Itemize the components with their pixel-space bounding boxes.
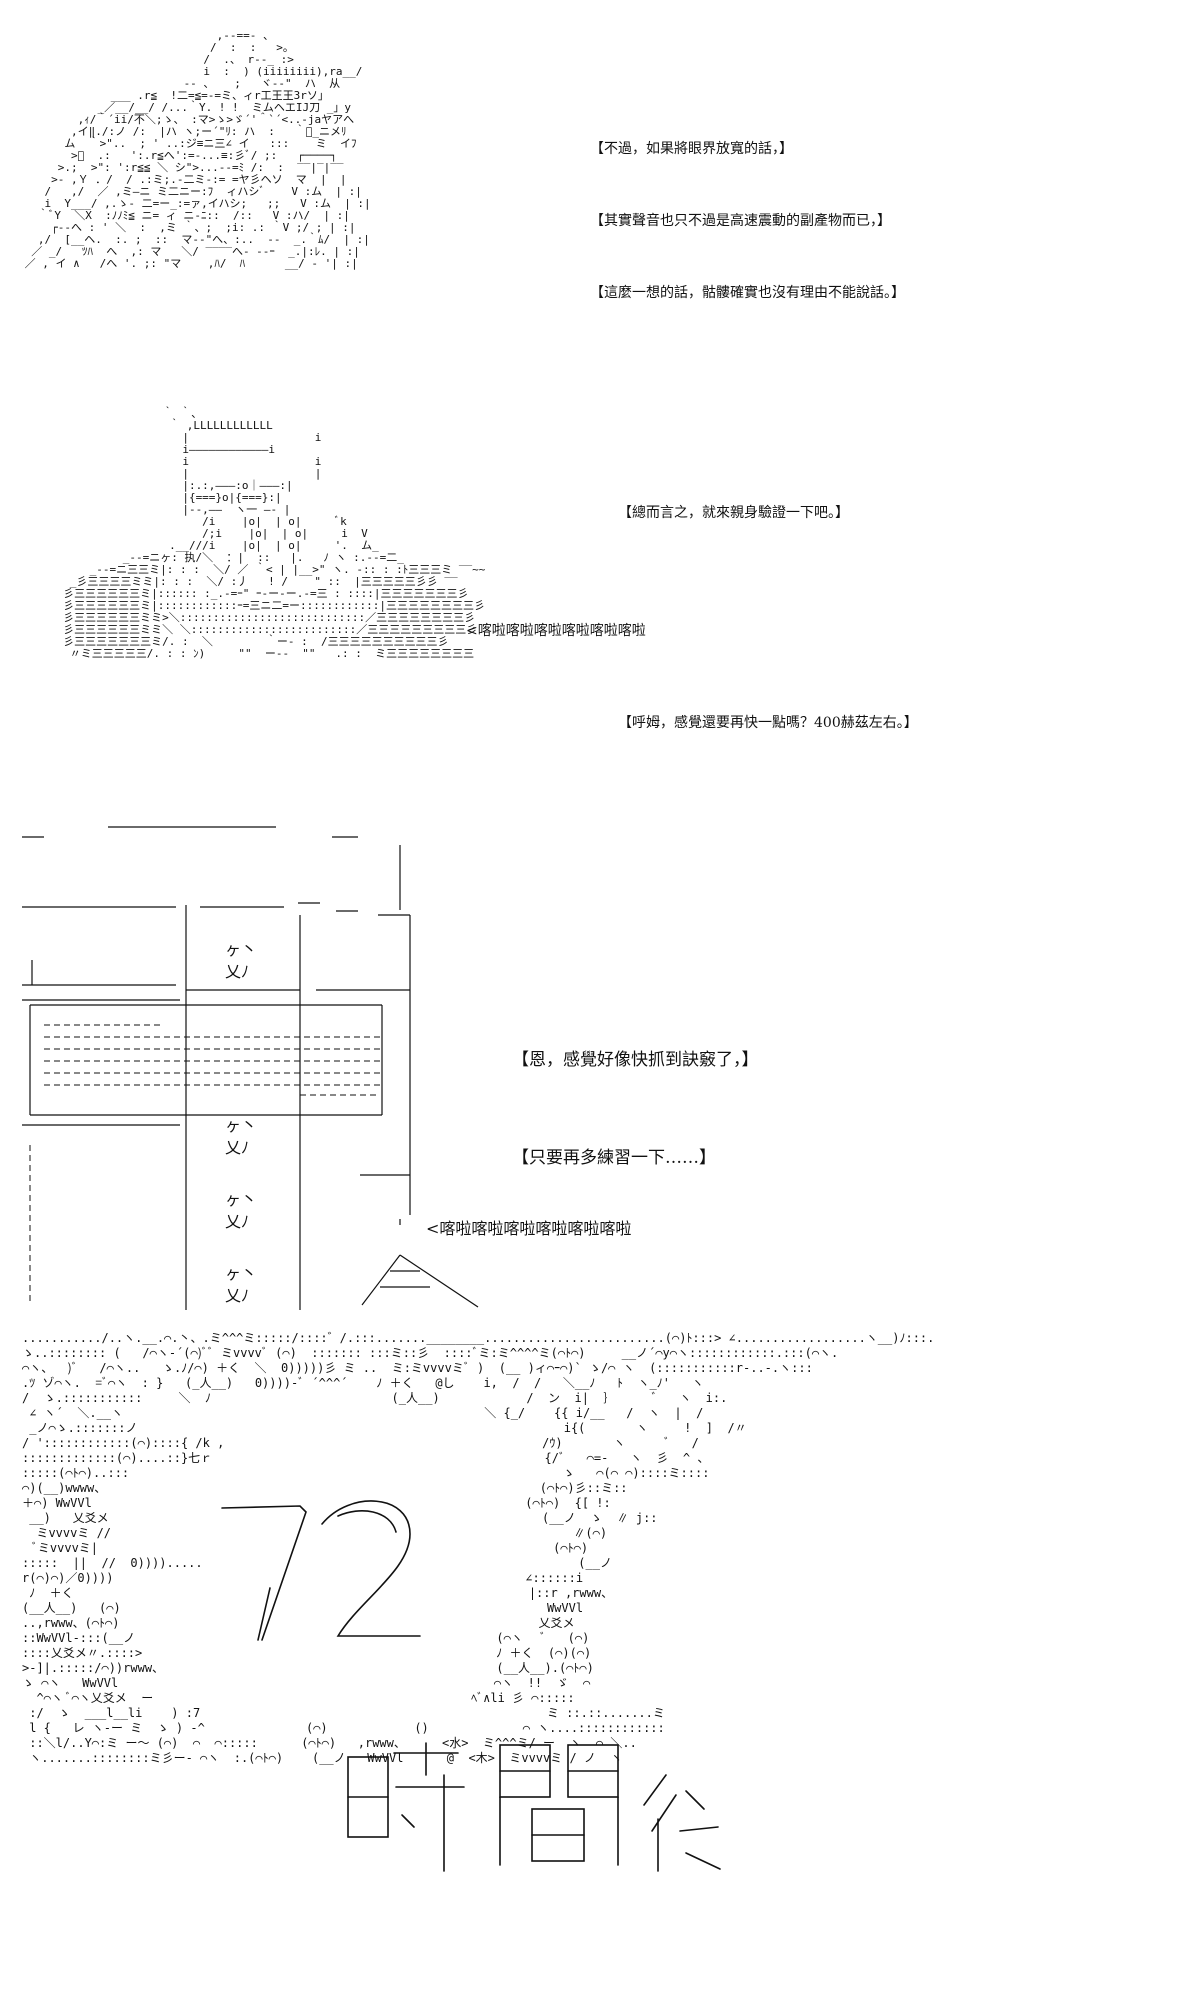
ascii-art-thinking-figure: ,--==- 、 / : : >。 / .、 r--_ :> i : ) (ii… — [24, 29, 371, 270]
dialogue-line: 【只要再多練習一下……】 — [512, 1148, 716, 1168]
svg-text:ヶ丶: ヶ丶 — [225, 940, 257, 959]
dialogue-line: 【恩，感覺好像快抓到訣竅了，】 — [512, 1050, 759, 1070]
dialogue-line: 【呼姆，感覺還要再快一點嗎？400赫茲左右。】 — [618, 715, 918, 731]
dialogue-line: 【不過，如果將眼界放寬的話，】 — [590, 141, 793, 157]
dialogue-line: 【總而言之，就來親身驗證一下吧。】 — [618, 505, 849, 521]
svg-text:ヶ丶: ヶ丶 — [225, 1116, 257, 1135]
svg-text:ヶ丶: ヶ丶 — [225, 1190, 257, 1209]
svg-text:乂ﾉ: 乂ﾉ — [225, 1212, 249, 1231]
ascii-art-helmeted-figure: ｀ ｀、 ｀ ,LLLLLLLLLLLL | i i――――――――――――i … — [63, 407, 486, 660]
dialogue-line: 【這麼一想的話，骷髏確實也沒有理由不能說話。】 — [590, 285, 905, 301]
panel-3: ヶ丶乂ﾉ ヶ丶乂ﾉ ヶ丶乂ﾉ ヶ丶乂ﾉ 【恩，感覺好像快抓到訣竅了，】 【只要再… — [0, 815, 1200, 1315]
ascii-art-flower-border: .........../..ヽ.__.⌒.丶、.ミ^^^ミ:::::/::::゛… — [22, 1331, 935, 1765]
large-title-72: 72 — [221, 1500, 421, 1641]
svg-text:ヶ丶: ヶ丶 — [225, 1264, 257, 1283]
svg-text:乂ﾉ: 乂ﾉ — [225, 1138, 249, 1157]
dialogue-line: 【其實聲音也只不過是高速震動的副產物而已，】 — [590, 213, 891, 229]
large-word-time: 時間 後 — [347, 1742, 721, 1872]
sound-effect: <喀啦喀啦喀啦喀啦喀啦喀啦 — [426, 1219, 632, 1238]
panel-4: .........../..ヽ.__.⌒.丶、.ミ^^^ミ:::::/::::゛… — [0, 1325, 1200, 2000]
sound-effect: <喀啦喀啦喀啦喀啦喀啦喀啦 — [466, 623, 646, 639]
panel-1: ,--==- 、 / : : >。 / .、 r--_ :> i : ) (ii… — [0, 0, 1200, 380]
svg-text:乂ﾉ: 乂ﾉ — [225, 962, 249, 981]
svg-text:乂ﾉ: 乂ﾉ — [225, 1286, 249, 1305]
panel-2: ｀ ｀、 ｀ ,LLLLLLLLLLLL | i i――――――――――――i … — [0, 390, 1200, 800]
